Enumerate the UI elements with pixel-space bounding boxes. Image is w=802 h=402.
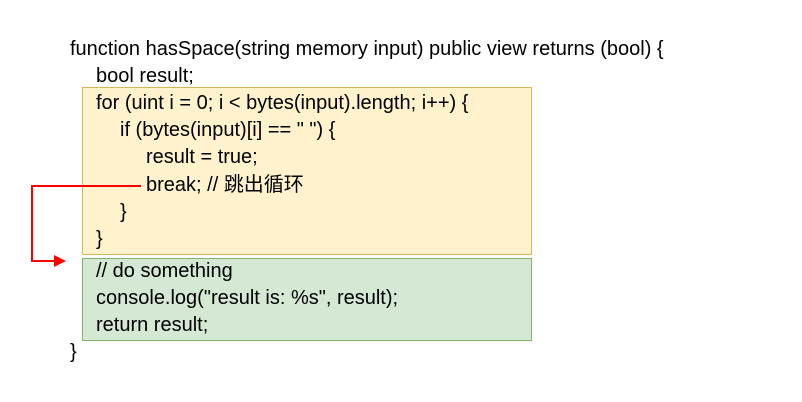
loop-block-highlight bbox=[82, 87, 532, 255]
code-line-function-signature: function hasSpace(string memory input) p… bbox=[70, 38, 664, 60]
code-line-break: break; // 跳出循环 bbox=[146, 174, 304, 196]
code-line-console-log: console.log("result is: %s", result); bbox=[96, 287, 399, 309]
code-line-for-close: } bbox=[96, 228, 103, 250]
code-line-comment: // do something bbox=[96, 260, 233, 282]
break-arrow-head bbox=[54, 255, 66, 267]
code-line-function-close: } bbox=[70, 341, 77, 363]
code-line-for-loop: for (uint i = 0; i < bytes(input).length… bbox=[96, 92, 469, 114]
break-arrow-path bbox=[31, 185, 141, 262]
code-line-if-condition: if (bytes(input)[i] == " ") { bbox=[120, 119, 336, 141]
after-loop-block-highlight bbox=[82, 258, 532, 341]
code-line-return: return result; bbox=[96, 314, 209, 336]
code-line-if-close: } bbox=[120, 201, 127, 223]
code-line-bool-result: bool result; bbox=[96, 65, 194, 87]
code-line-result-assign: result = true; bbox=[146, 146, 258, 168]
